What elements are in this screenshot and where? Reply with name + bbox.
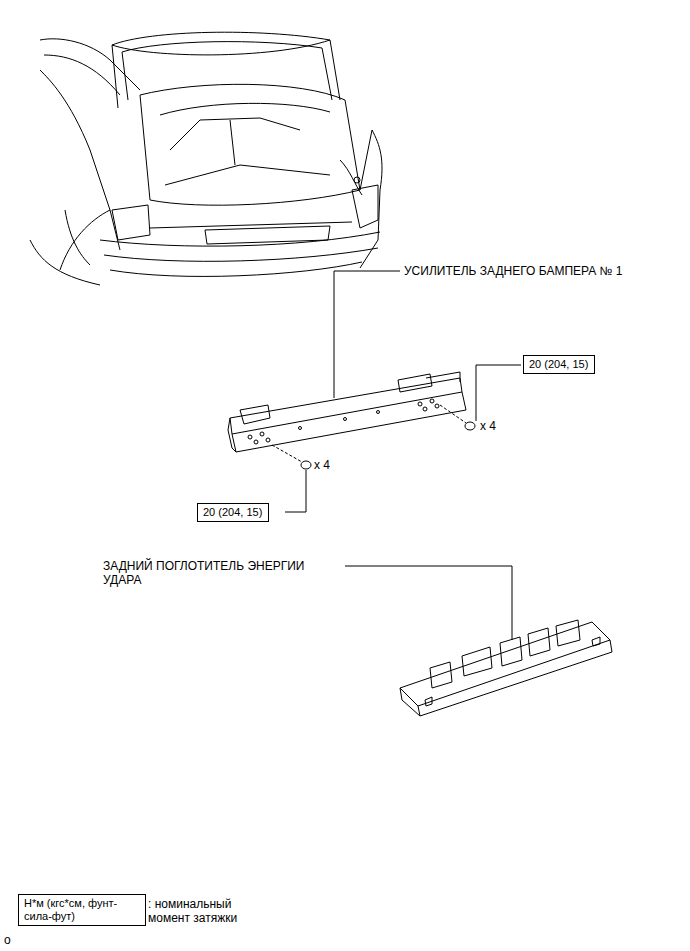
legend-note: : номинальный момент затяжки	[148, 897, 254, 925]
legend-box: Н*м (кгс*см, фунт-сила-фут)	[18, 894, 146, 926]
torque-box: 20 (204, 15)	[523, 355, 595, 374]
legend-unit: Н*м (кгс*см, фунт-сила-фут)	[24, 897, 140, 923]
torque-value: 20 (204, 15)	[203, 506, 263, 519]
torque-box: 20 (204, 15)	[197, 503, 269, 522]
bumper-reinforcement	[228, 372, 466, 452]
dashed-guide	[272, 405, 466, 462]
car-rear	[30, 32, 382, 285]
leader-line	[285, 271, 521, 640]
part-name: УСИЛИТЕЛЬ ЗАДНЕГО БАМПЕРА № 1	[404, 264, 622, 278]
quantity-label: x 4	[480, 419, 496, 433]
page-mark: o	[4, 933, 11, 947]
torque-value: 20 (204, 15)	[529, 358, 589, 371]
energy-absorber	[400, 620, 612, 716]
quantity-label: x 4	[314, 458, 330, 472]
part-name: ЗАДНИЙ ПОГЛОТИТЕЛЬ ЭНЕРГИИ УДАРА	[103, 559, 343, 587]
